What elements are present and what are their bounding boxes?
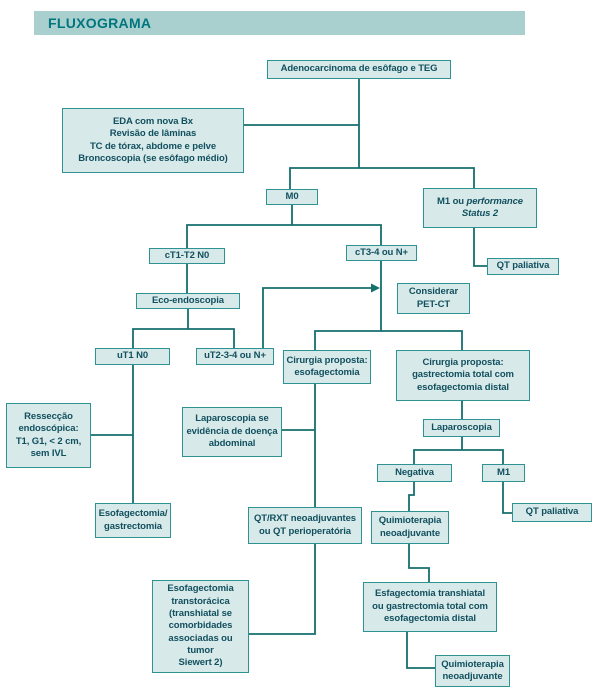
page-title: FLUXOGRAMA xyxy=(48,15,152,31)
node-esofagectomia-gastrectomia: Esofagectomia/ gastrectomia xyxy=(95,503,171,538)
node-laparoscopia-se-evidencia: Laparoscopia se evidência de doença abdo… xyxy=(182,407,282,457)
node-qt-paliativa-lower: QT paliativa xyxy=(512,503,592,522)
node-esfagectomia-transhiatal: Esfagectomia transhiatal ou gastrectomia… xyxy=(363,582,497,632)
node-quimioterapia-neoadjuvante-lower: Quimioterapia neoadjuvante xyxy=(435,655,510,687)
node-qt-paliativa-upper: QT paliativa xyxy=(487,258,559,275)
node-m1-performance-text: M1 ou performance Status 2 xyxy=(437,195,523,219)
node-workup-eda: EDA com nova Bx Revisão de lâminas TC de… xyxy=(62,108,244,173)
node-cirurgia-esofagectomia: Cirurgia proposta: esofagectomia xyxy=(283,350,371,384)
node-laparoscopia: Laparoscopia xyxy=(423,419,500,437)
node-ct1-t2-n0: cT1-T2 N0 xyxy=(149,248,225,264)
node-ut2-3-4-n-plus: uT2-3-4 ou N+ xyxy=(196,348,274,365)
node-m1-laparoscopia: M1 xyxy=(482,464,525,482)
node-cirurgia-gastrectomia-total: Cirurgia proposta: gastrectomia total co… xyxy=(396,350,530,401)
node-considerar-pet-ct: Considerar PET-CT xyxy=(397,283,470,314)
node-quimioterapia-neoadjuvante-upper: Quimioterapia neoadjuvante xyxy=(371,511,449,544)
node-qt-rxt-neoadjuvantes: QT/RXT neoadjuvantes ou QT perioperatóri… xyxy=(248,507,362,544)
node-negativa: Negativa xyxy=(377,464,452,482)
node-m0: M0 xyxy=(266,189,318,205)
node-ct3-4-n-plus: cT3-4 ou N+ xyxy=(346,245,417,261)
node-adenocarcinoma: Adenocarcinoma de esôfago e TEG xyxy=(267,60,451,79)
node-ut1-n0: uT1 N0 xyxy=(95,348,170,365)
node-esofagectomia-transtoracica: Esofagectomia transtorácica (transhiatal… xyxy=(152,580,249,673)
section-banner: FLUXOGRAMA xyxy=(34,11,525,35)
node-eco-endoscopia: Eco-endoscopia xyxy=(136,293,240,309)
node-resseccao-endoscopica: Ressecção endoscópica: T1, G1, < 2 cm, s… xyxy=(6,403,91,468)
arrow-right-marker xyxy=(371,283,380,293)
node-m1-performance-status: M1 ou performance Status 2 xyxy=(423,188,537,228)
